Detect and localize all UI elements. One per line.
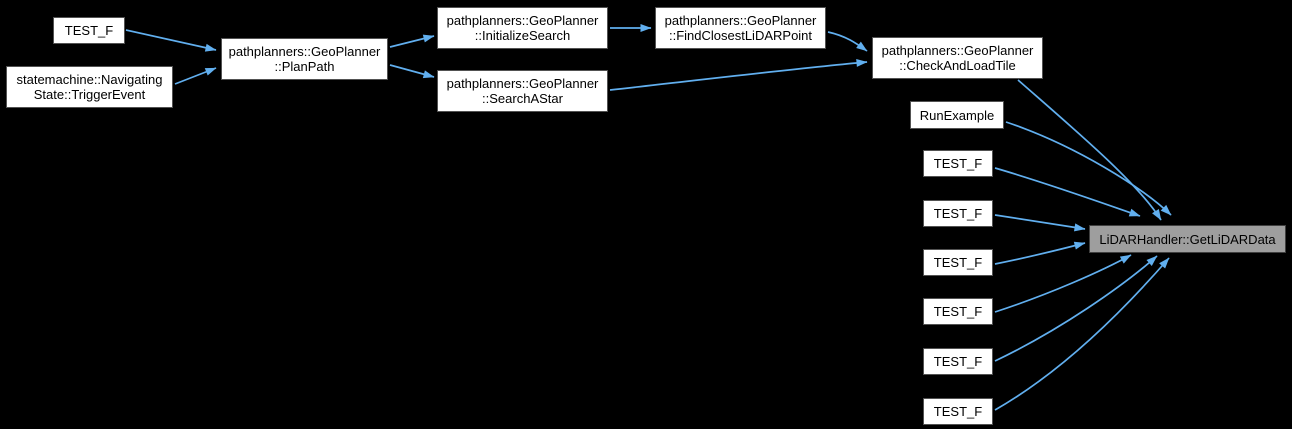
node-test-f-r3[interactable]: TEST_F bbox=[923, 249, 993, 276]
edge-test-f-r6-to-get-lidar-data bbox=[994, 257, 1170, 411]
edge-test-f-r2-to-get-lidar-data bbox=[994, 214, 1086, 232]
edge-test-f-left-to-plan-path bbox=[125, 29, 217, 52]
edge-search-astar-to-check-and-load bbox=[609, 58, 868, 91]
edge-plan-path-to-search-astar bbox=[389, 64, 435, 79]
edge-run-example-to-get-lidar-data bbox=[1005, 121, 1172, 216]
edge-test-f-r1-to-get-lidar-data bbox=[994, 167, 1141, 217]
node-plan-path[interactable]: pathplanners::GeoPlanner ::PlanPath bbox=[221, 38, 388, 80]
edge-trigger-event-to-plan-path bbox=[174, 67, 217, 85]
node-test-f-r2[interactable]: TEST_F bbox=[923, 200, 993, 227]
node-navigating-state-trigger-event[interactable]: statemachine::Navigating State::TriggerE… bbox=[6, 66, 173, 108]
node-get-lidar-data-target: LiDARHandler::GetLiDARData bbox=[1089, 225, 1286, 253]
node-find-closest-lidar-point[interactable]: pathplanners::GeoPlanner ::FindClosestLi… bbox=[655, 7, 826, 49]
node-test-f-r1[interactable]: TEST_F bbox=[923, 150, 993, 177]
edge-check-and-load-to-get-lidar-data bbox=[1017, 79, 1162, 221]
edge-test-f-r4-to-get-lidar-data bbox=[994, 254, 1132, 313]
node-run-example[interactable]: RunExample bbox=[910, 101, 1004, 129]
node-check-and-load-tile[interactable]: pathplanners::GeoPlanner ::CheckAndLoadT… bbox=[872, 37, 1043, 79]
node-test-f-left[interactable]: TEST_F bbox=[53, 17, 125, 44]
edge-test-f-r5-to-get-lidar-data bbox=[994, 255, 1158, 362]
edge-plan-path-to-initialize-search bbox=[389, 34, 435, 48]
node-test-f-r5[interactable]: TEST_F bbox=[923, 348, 993, 375]
node-initialize-search[interactable]: pathplanners::GeoPlanner ::InitializeSea… bbox=[437, 7, 608, 49]
node-test-f-r4[interactable]: TEST_F bbox=[923, 298, 993, 325]
edge-test-f-r3-to-get-lidar-data bbox=[994, 241, 1086, 265]
edge-find-closest-to-check-and-load bbox=[827, 31, 868, 52]
node-search-astar[interactable]: pathplanners::GeoPlanner ::SearchAStar bbox=[437, 70, 608, 112]
node-test-f-r6[interactable]: TEST_F bbox=[923, 398, 993, 425]
